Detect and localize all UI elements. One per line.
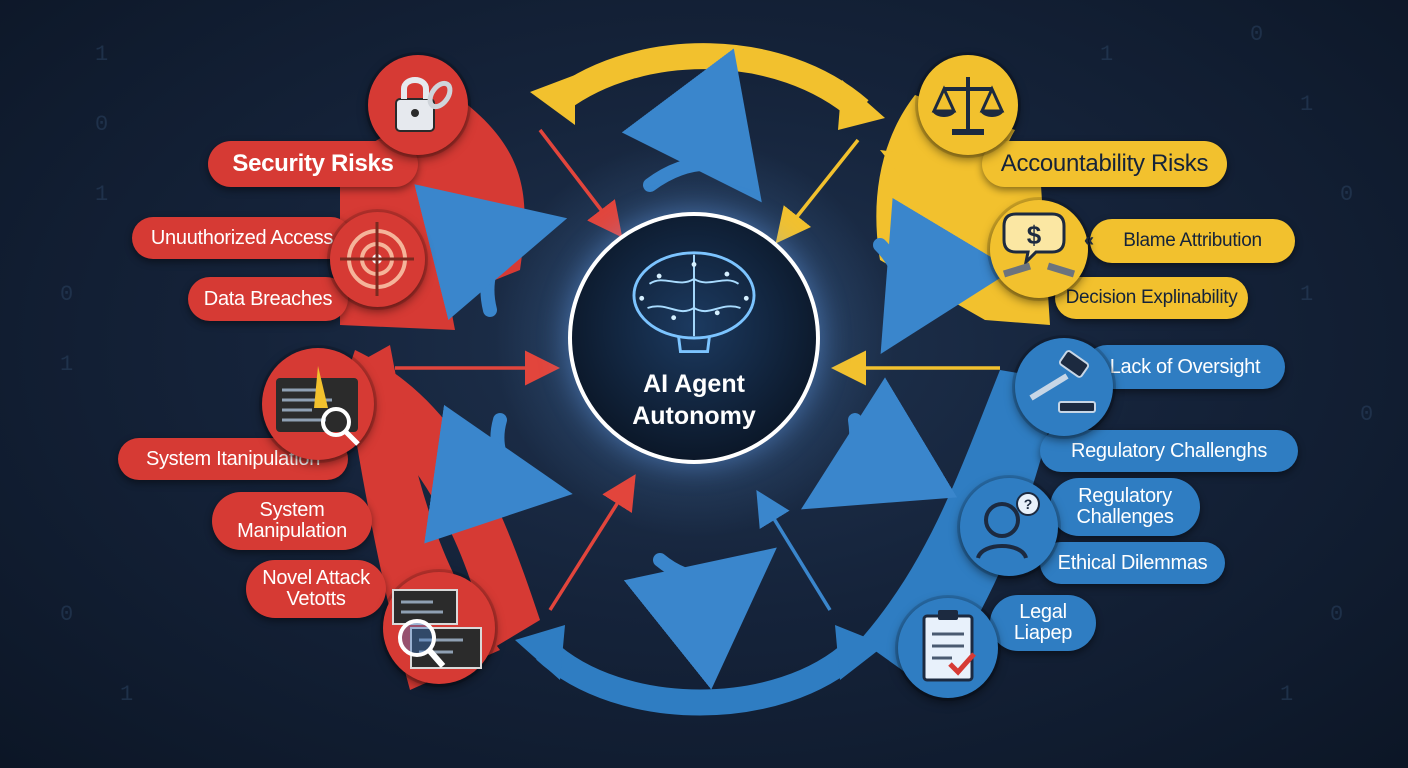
regulatory-challenghs-item: Regulatory Challenghs [1040,430,1298,472]
bottom-double-arrow [536,640,864,716]
security-risks-title: Security Risks [208,141,418,187]
top-double-arrow [552,43,869,120]
data-breaches-item: Data Breaches [188,277,348,321]
bottom-arrow-left-head [515,625,565,680]
novel-attack-item: Novel Attack Vetotts [246,560,386,618]
svg-text:1: 1 [1280,682,1293,707]
inner-cycle-arrows [414,48,1013,690]
svg-text:0: 0 [1360,402,1373,427]
top-arrow-right-head [838,80,885,130]
brain-icon [632,251,756,354]
svg-text:0: 0 [60,602,73,627]
svg-text:?: ? [1024,496,1033,512]
gavel-icon [1015,338,1113,436]
accountability-risks-title: Accountability Risks [982,141,1227,187]
svg-text:1: 1 [1300,282,1313,307]
legal-liapep-item: Legal Liapep [990,595,1096,651]
svg-text:1: 1 [95,42,108,67]
person-question-icon: ? [960,478,1058,576]
svg-text:0: 0 [1250,22,1263,47]
svg-text:1: 1 [1300,92,1313,117]
svg-text:$: $ [1027,220,1042,250]
top-arrow-left-head [530,75,575,125]
decision-explainability-item: Decision Explinability [1055,277,1248,319]
input-arrows [395,128,1000,611]
svg-text:0: 0 [95,112,108,137]
target-hack-icon [330,212,425,307]
svg-text:1: 1 [95,182,108,207]
svg-text:1: 1 [60,352,73,377]
scales-icon [918,55,1018,155]
unauthorized-access-item: Unuuthorized Access [132,217,352,259]
center-title: AI Agent Autonomy [568,368,820,432]
system-manipulation-item: System Manipulation [212,492,372,550]
hacker-code-icon [262,348,374,460]
center-title-line2: Autonomy [632,402,756,430]
padlock-chain-icon [368,55,468,155]
bottom-arrow-right-head [835,625,885,680]
double-chevron-left-icon: « [1084,230,1095,250]
lack-of-oversight-item: Lack of Oversight [1085,345,1285,389]
center-title-line1: AI Agent [643,370,745,398]
svg-text:1: 1 [1100,42,1113,67]
dollar-speech-icon: $ [990,200,1088,298]
checklist-icon [898,598,998,698]
center-node [568,212,820,464]
svg-text:1: 1 [120,682,133,707]
blame-attribution-item: Blame Attribution [1090,219,1295,263]
regulatory-challenges-item: Regulatory Challenges [1050,478,1200,536]
svg-text:0: 0 [60,282,73,307]
magnifier-code-icon [383,572,495,684]
ethical-dilemmas-item: Ethical Dilemmas [1040,542,1225,584]
svg-text:0: 0 [1330,602,1343,627]
svg-text:0: 0 [1340,182,1353,207]
binary-background: 1 0 1 0 1 0 1 0 1 0 1 0 1 0 1 [60,22,1373,707]
